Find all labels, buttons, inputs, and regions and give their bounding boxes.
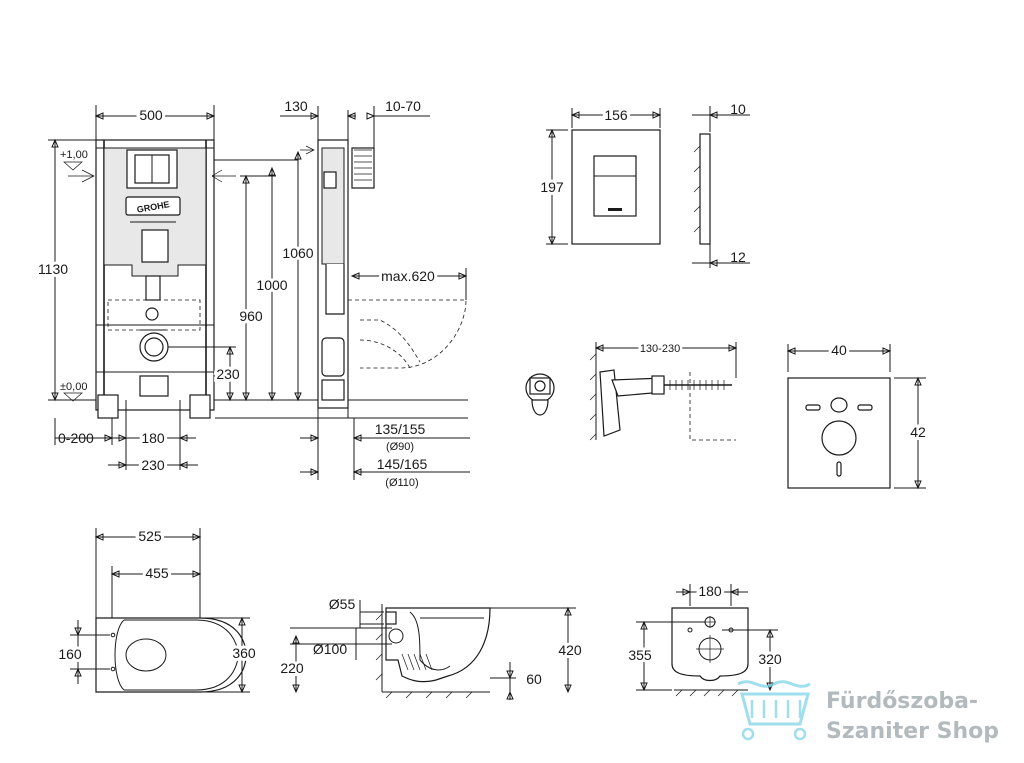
dim-width-500: 500 [139,107,163,123]
dim-145-165: 145/165 [377,456,428,472]
frame-front-view: GROHE 500 1130 +1,00 ±0,00 [35,104,468,476]
dim-wc-holes-160: 160 [58,646,82,662]
dim-inlet-d55: Ø55 [329,596,356,612]
dim-feet-0-200: 0-200 [58,430,94,446]
dim-height-230: 230 [216,366,240,382]
wc-bowl-side [385,607,491,683]
dim-mat-height-42: 42 [910,424,926,440]
dim-wc-width-360: 360 [232,645,256,661]
dim-plate-width-156: 156 [604,107,628,123]
dim-plate-thickness-10: 10 [730,101,746,117]
dim-depth-130: 130 [284,98,308,114]
level-top: +1,00 [60,149,88,161]
dim-offset-60: 60 [526,671,542,687]
dim-height-1000: 1000 [256,277,287,293]
dim-wc-length-525: 525 [138,528,162,544]
frame-side-view: 130 10-70 max.620 135/155 (Ø90) 145/165 … [280,98,470,489]
dim-bolt-130-230: 130-230 [640,343,680,355]
dim-mat-width-40: 40 [831,342,847,358]
dim-height-1060: 1060 [282,245,313,261]
dim-230: 230 [141,457,165,473]
watermark-line2: Szaniter Shop [826,719,999,744]
dim-plate-bottom-12: 12 [730,249,746,265]
dim-wc-length-455: 455 [145,565,169,581]
wc-bowl-top [95,617,247,693]
dim-height-960: 960 [239,308,263,324]
wc-top-view: 525 455 160 360 [55,525,259,694]
dim-height-1130: 1130 [38,261,68,277]
dim-max-620: max.620 [381,268,435,284]
flush-button [593,155,637,217]
dim-outlet-d100: Ø100 [313,641,347,657]
flush-plate-view: 156 197 10 12 [537,101,750,268]
fixing-bolt-view: 130-230 [525,341,738,441]
dim-bolt-spacing-180: 180 [698,583,722,599]
dim-d110: (Ø110) [385,477,418,489]
level-floor: ±0,00 [60,381,87,393]
watermark-line1: Fürdőszoba- [826,689,978,714]
dim-135-155: 135/155 [375,421,426,437]
dim-plate-height-197: 197 [540,179,564,195]
dim-height-355: 355 [628,647,652,663]
dim-180: 180 [141,430,165,446]
watermark-logo-icon [737,680,811,741]
watermark: Fürdőszoba- Szaniter Shop [737,680,999,744]
brand-badge [125,196,181,216]
dim-wall-10-70: 10-70 [385,98,421,114]
dim-d90: (Ø90) [386,441,414,453]
dim-outlet-height-220: 220 [280,660,304,676]
wc-back-view: 180 355 320 [625,580,785,697]
dim-wc-height-420: 420 [558,642,582,658]
wc-side-view: Ø55 Ø100 220 420 60 [277,596,585,700]
dim-outlet-320: 320 [758,651,782,667]
sound-mat-view: 40 42 [786,339,929,490]
